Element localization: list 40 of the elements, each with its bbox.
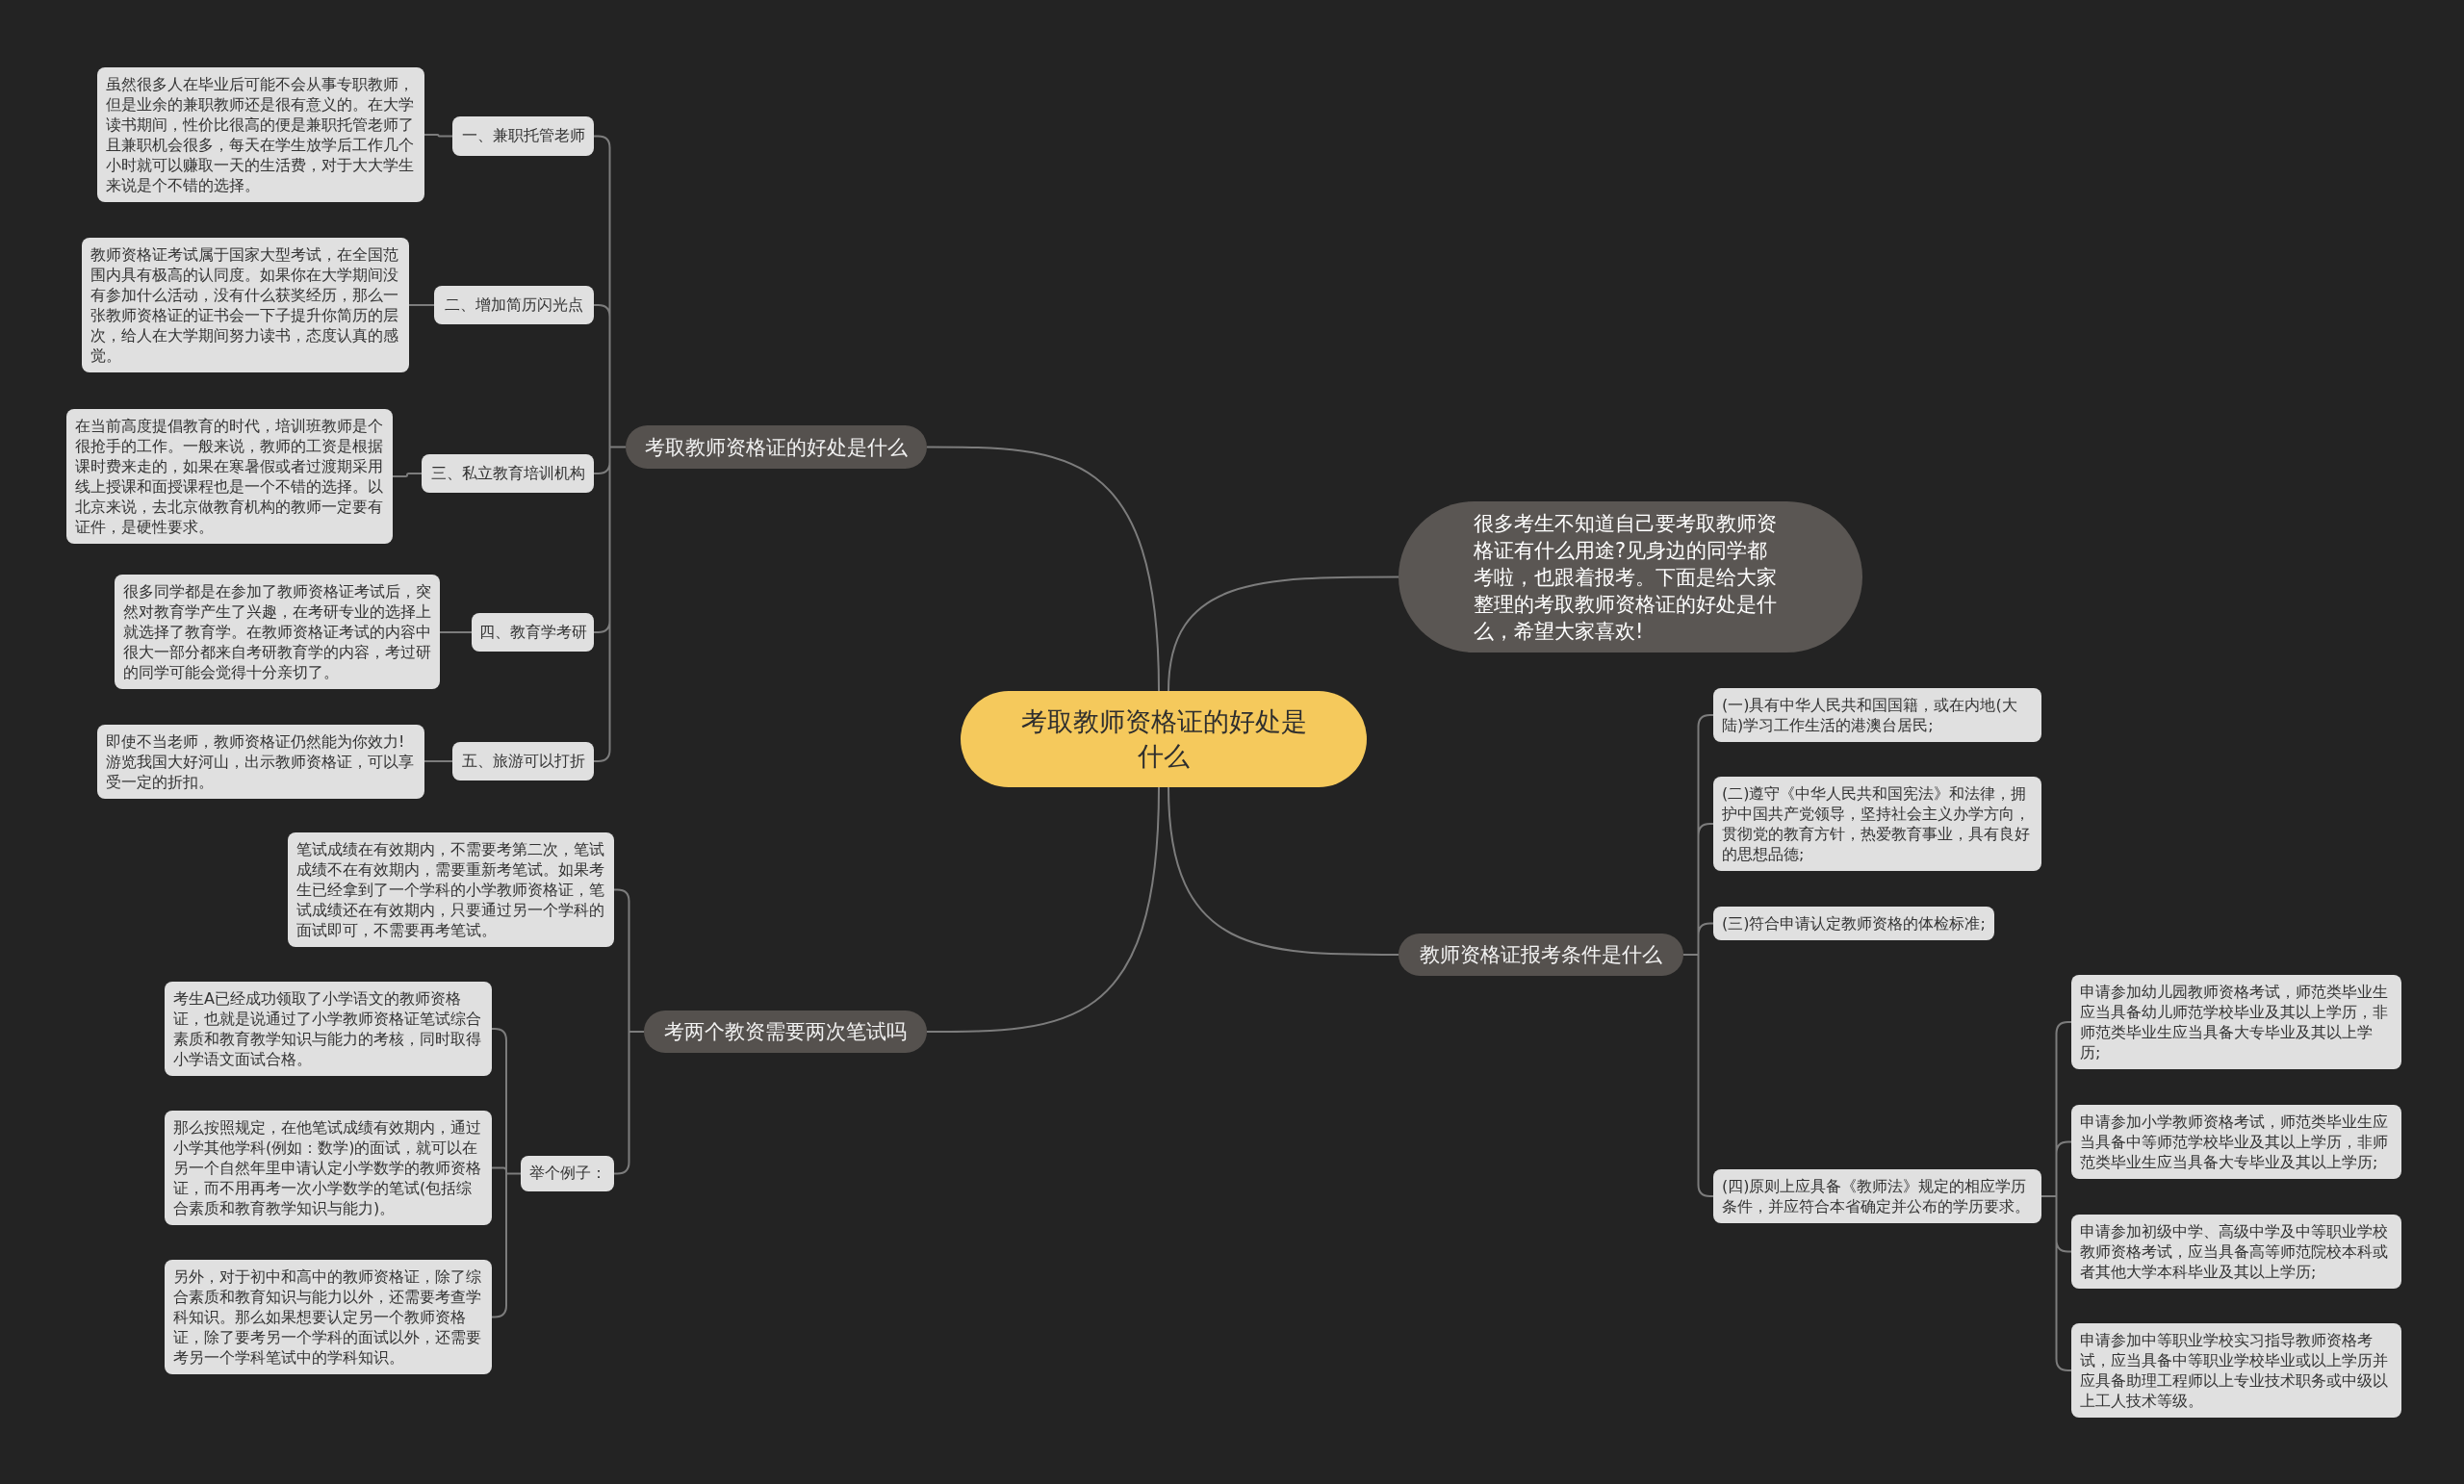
note-box: 很多同学都是在参加了教师资格证考试后，突然对教育学产生了兴趣，在考研专业的选择上就选择了教育学。在教师资格证考试的内容中很大一部分都来自考研教育学的内容，考过研的同学可能会觉得十分亲切了。 (115, 575, 440, 689)
subtopic-box: 三、私立教育培训机构 (422, 454, 594, 493)
note-box: 教师资格证考试属于国家大型考试，在全国范围内具有极高的认同度。如果你在大学期间没有参加什么活动，没有什么获奖经历，那么一张教师资格证的证书会一下子提升你简历的层次，给人在大学期间努力读书，态度认真的感觉。 (82, 238, 409, 372)
connector (1168, 576, 1399, 692)
note-box: 申请参加小学教师资格考试，师范类毕业生应当具备中等师范学校毕业及其以上学历，非师范类毕业生应当具备大专毕业及其以上学历; (2071, 1105, 2401, 1179)
connector (424, 760, 453, 762)
connector (926, 446, 1160, 692)
connector (408, 304, 435, 306)
connector (424, 134, 453, 138)
subtopic-box: 四、教育学考研 (472, 613, 594, 652)
note-box: 申请参加幼儿园教师资格考试，师范类毕业生应当具备幼儿师范学校毕业及其以上学历，非师范类毕业生应当具备大专毕业及其以上学历; (2071, 975, 2401, 1069)
note-box: 另外，对于初中和高中的教师资格证，除了综合素质和教育知识与能力以外，还需要考查学科知识。那么如果想要认定另一个教师资格证，除了要考另一个学科的面试以外，还需要考另一个学科笔试中的学科知识。 (165, 1260, 492, 1374)
connector (613, 888, 645, 1175)
note-box: 考生A已经成功领取了小学语文的教师资格证，也就是说通过了小学教师资格证笔试综合素质和教育教学知识与能力的考核，同时取得小学语文面试合格。 (165, 982, 492, 1076)
note-box: 在当前高度提倡教育的时代，培训班教师是个很抢手的工作。一般来说，教师的工资是根据课时费来走的，如果在寒暑假或者过渡期采用线上授课和面授课程也是一个不错的选择。以北京来说，去北京做教育机构的教师一定要有证件，是硬性要求。 (66, 409, 393, 544)
note-box: 那么按照规定，在他笔试成绩有效期内，通过小学其他学科(例如：数学)的面试，就可以在另一个自然年里申请认定小学数学的教师资格证，而不用再考一次小学数学的笔试(包括综合素质和教育教学知识与能力)。 (165, 1111, 492, 1225)
note-box: 即使不当老师，教师资格证仍然能为你效力!游览我国大好河山，出示教师资格证，可以享受一定的折扣。 (97, 725, 424, 799)
subtopic-box: 举个例子： (521, 1156, 614, 1191)
note-box: 虽然很多人在毕业后可能不会从事专职教师，但是业余的兼职教师还是很有意义的。在大学读书期间，性价比很高的便是兼职托管老师了且兼职机会很多，每天在学生放学后工作几个小时就可以赚取一天的生活费，对于大大学生来说是个不错的选择。 (97, 67, 424, 202)
note-box: (四)原则上应具备《教师法》规定的相应学历条件，并应符合本省确定并公布的学历要求。 (1713, 1169, 2041, 1223)
central-topic: 考取教师资格证的好处是什么 (961, 691, 1367, 787)
note-box: 申请参加初级中学、高级中学及中等职业学校教师资格考试，应当具备高等师范院校本科或者其他大学本科毕业及其以上学历; (2071, 1215, 2401, 1289)
note-box: (三)符合申请认定教师资格的体检标准; (1713, 907, 1994, 940)
connector (392, 473, 423, 477)
connector (593, 135, 627, 762)
connector (1168, 786, 1399, 956)
note-box: 笔试成绩在有效期内，不需要考第二次，笔试成绩不在有效期内，需要重新考笔试。如果考生已经拿到了一个学科的小学教师资格证，笔试成绩还在有效期内，只要通过另一个学科的面试即可，不需要再考笔试。 (288, 832, 614, 947)
connector (439, 631, 473, 633)
connector (491, 1028, 522, 1318)
subtopic-box: 二、增加简历闪光点 (434, 286, 594, 324)
note-box: 申请参加中等职业学校实习指导教师资格考试，应当具备中等职业学校毕业或以上学历并应具备助理工程师以上专业技术职务或中级以上工人技术等级。 (2071, 1323, 2401, 1418)
note-box: (一)具有中华人民共和国国籍，或在内地(大陆)学习工作生活的港澳台居民; (1713, 688, 2041, 742)
connector (926, 786, 1160, 1033)
intro-bubble: 很多考生不知道自己要考取教师资格证有什么用途?见身边的同学都考啦，也跟着报考。下面是给大家整理的考取教师资格证的好处是什么，希望大家喜欢! (1399, 501, 1862, 652)
branch-topic: 教师资格证报考条件是什么 (1399, 934, 1683, 976)
subtopic-box: 五、旅游可以打折 (452, 742, 594, 780)
branch-topic: 考两个教资需要两次笔试吗 (644, 1011, 927, 1053)
subtopic-box: 一、兼职托管老师 (452, 116, 594, 156)
note-box: (二)遵守《中华人民共和国宪法》和法律，拥护中国共产党领导，坚持社会主义办学方向，贯彻党的教育方针，热爱教育事业，具有良好的思想品德; (1713, 777, 2041, 871)
branch-topic: 考取教师资格证的好处是什么 (626, 425, 927, 469)
